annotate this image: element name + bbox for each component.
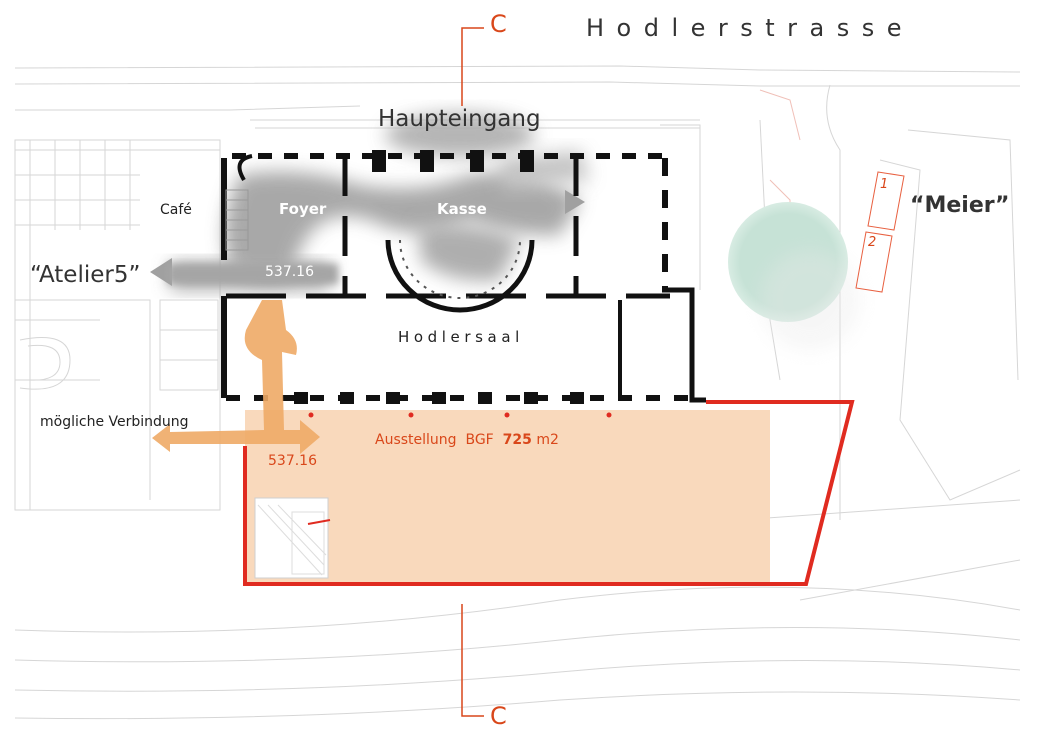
hall-label: Hodlersaal: [398, 328, 524, 346]
possible-connection-label: mögliche Verbindung: [40, 414, 189, 430]
new-building-outline: [243, 400, 855, 586]
section-line-c: [461, 27, 484, 717]
meier-label: “Meier”: [910, 193, 1010, 218]
main-entrance-label: Haupteingang: [378, 106, 541, 132]
area-value: 725: [502, 432, 532, 448]
section-marker-top: C: [490, 10, 507, 38]
parking-number-1: 1: [880, 177, 889, 192]
ticket-desk-label: Kasse: [437, 200, 487, 218]
street-name-label: Hodlerstrasse: [586, 14, 915, 42]
cafe-label: Café: [160, 202, 192, 218]
parking-number-2: 2: [868, 235, 877, 250]
atelier5-label: “Atelier5”: [30, 262, 141, 288]
main-staircase: [385, 239, 535, 313]
context-plan: [14, 65, 1021, 720]
bgf-label: BGF: [465, 432, 494, 448]
main-building-walls: [221, 153, 706, 403]
foyer-elevation: 537.16: [265, 264, 314, 280]
section-marker-bottom: C: [490, 702, 507, 730]
exhibition-elevation: 537.16: [268, 453, 317, 469]
foyer-label: Foyer: [279, 200, 327, 218]
column-markers: [308, 412, 612, 418]
exhibition-label: Ausstellung: [375, 432, 457, 448]
possible-connection-arrow: [152, 300, 320, 454]
flow-arrows: [150, 190, 585, 286]
area-unit: m2: [536, 432, 559, 448]
exhibition-area: [245, 410, 770, 582]
cafe-stair: [225, 189, 249, 251]
main-building-pillars: [294, 150, 584, 404]
parking-spaces: [855, 171, 905, 293]
exhibition-area-label: Ausstellung BGF 725 m2: [375, 432, 559, 448]
